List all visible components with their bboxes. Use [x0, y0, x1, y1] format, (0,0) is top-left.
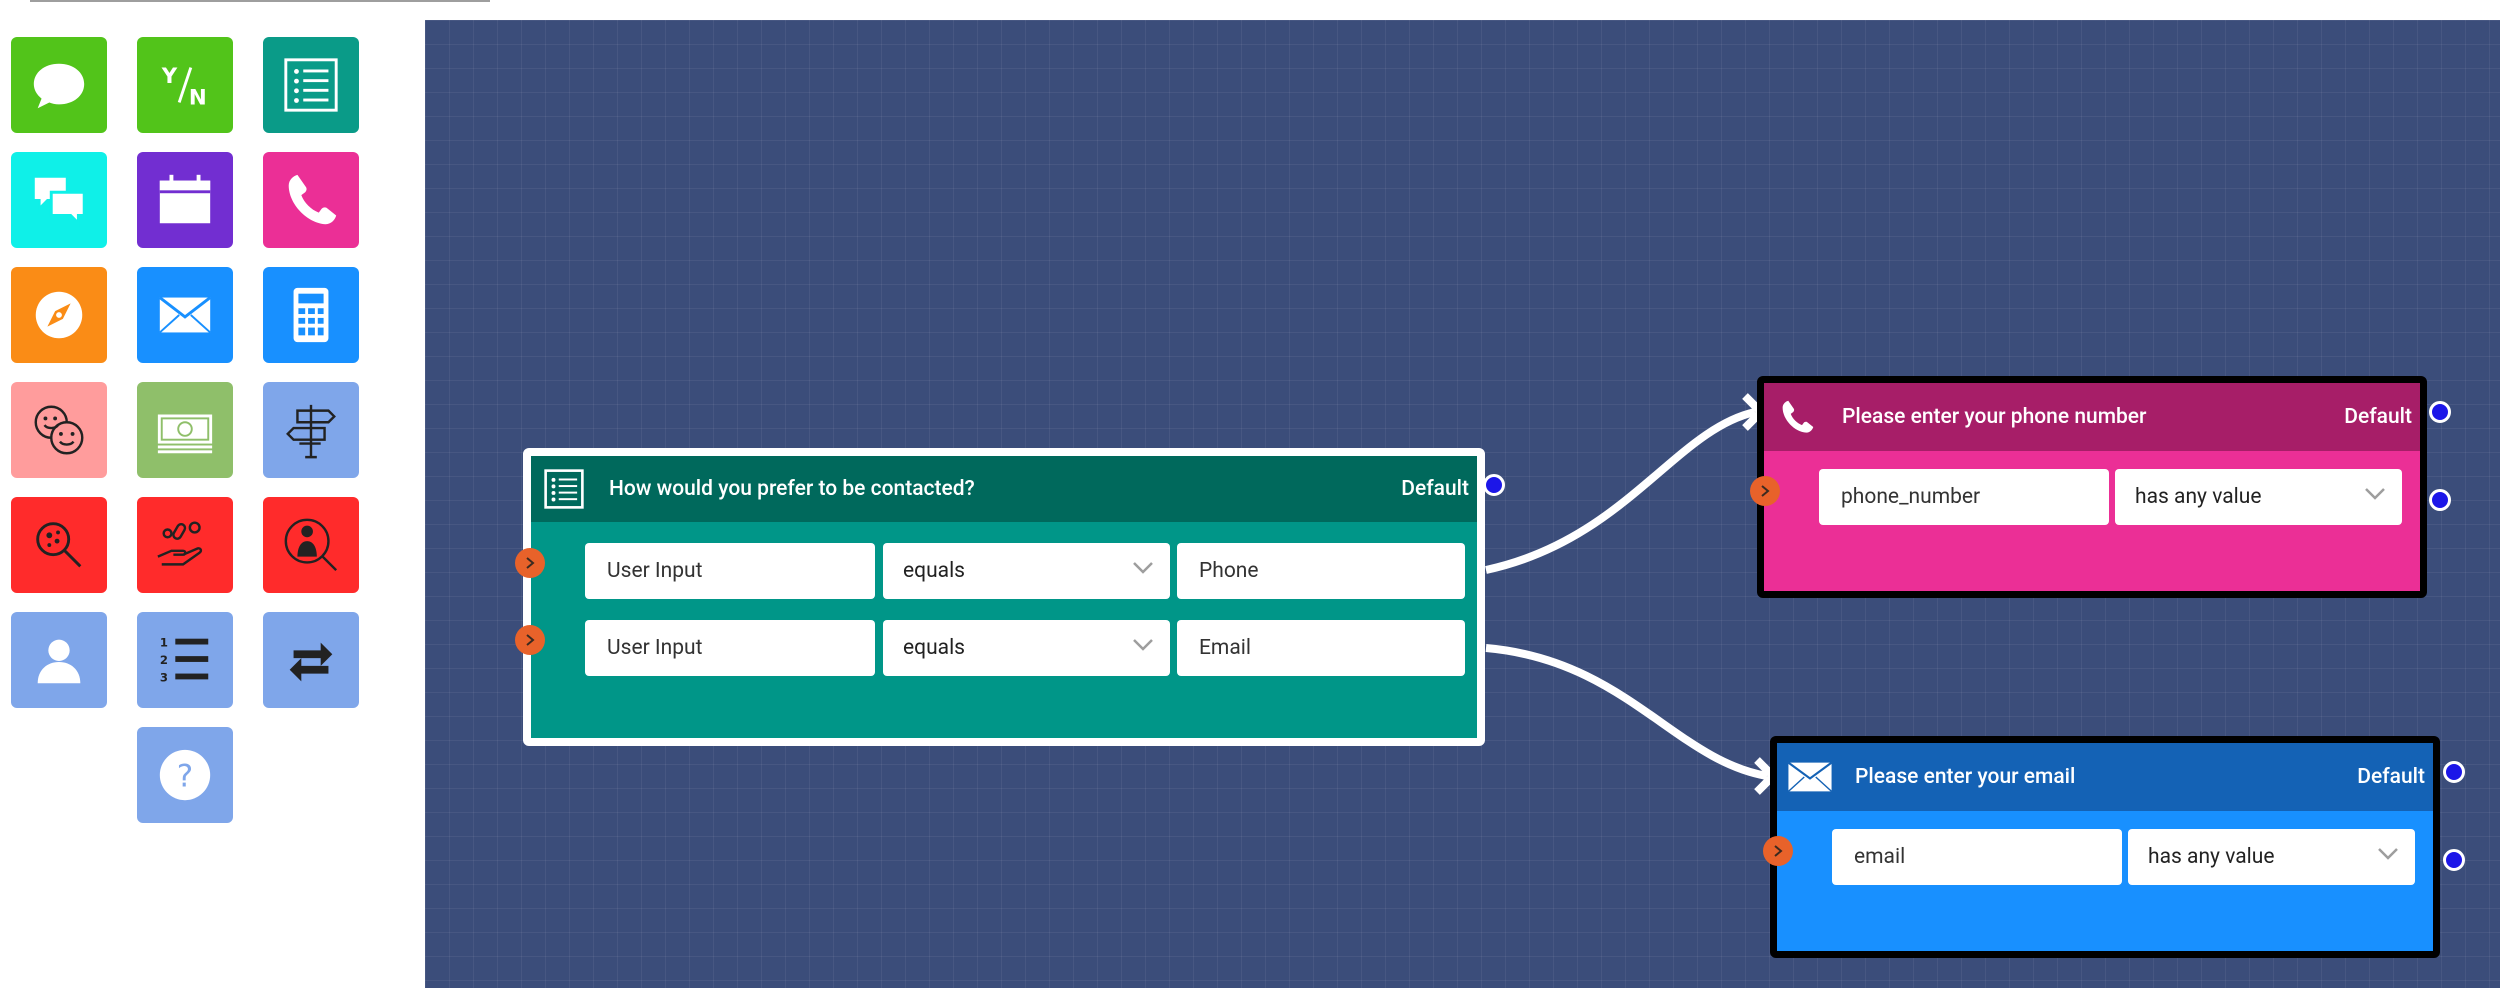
phone-icon	[288, 174, 337, 225]
node-header[interactable]: Please enter your email Default	[1777, 743, 2433, 811]
palette-tile-person-search[interactable]	[263, 497, 359, 593]
compass-icon	[35, 291, 83, 339]
flow-canvas[interactable]: How would you prefer to be contacted? De…	[425, 20, 2500, 988]
palette-tile-calculator[interactable]	[263, 267, 359, 363]
calculator-icon	[293, 287, 329, 343]
rule-1-value-field[interactable]: Phone	[1177, 543, 1465, 599]
palette-tile-pills[interactable]	[137, 497, 233, 593]
chevron-down-icon	[1133, 562, 1153, 574]
palette-tile-email[interactable]	[137, 267, 233, 363]
palette-tile-user[interactable]	[11, 612, 107, 708]
money-icon	[157, 414, 213, 454]
swap-icon	[289, 642, 333, 682]
person-search-icon	[284, 518, 338, 572]
user-icon	[37, 639, 81, 684]
rule-2-value-field[interactable]: Email	[1177, 620, 1465, 676]
rule-1-input-port[interactable]	[515, 548, 545, 578]
palette-tile-calendar[interactable]	[137, 152, 233, 248]
default-label: Default	[2344, 405, 2412, 429]
rule-1-variable-field[interactable]: User Input	[585, 543, 875, 599]
node-contact-preference[interactable]: How would you prefer to be contacted? De…	[523, 448, 1485, 746]
yes-no-icon: YN	[161, 64, 207, 110]
palette-tile-virus-search[interactable]	[11, 497, 107, 593]
svg-text:N: N	[189, 85, 207, 110]
list-icon	[284, 58, 338, 112]
palette-tile-help[interactable]: ?	[137, 727, 233, 823]
palette-tile-signpost[interactable]	[263, 382, 359, 478]
palette-tile-swap[interactable]	[263, 612, 359, 708]
node-title: How would you prefer to be contacted?	[609, 477, 975, 501]
operator-value: has any value	[2148, 845, 2275, 869]
node-title: Please enter your email	[1855, 765, 2076, 789]
palette-tile-chat[interactable]	[11, 37, 107, 133]
svg-text:?: ?	[177, 759, 193, 795]
node-header[interactable]: Please enter your phone number Default	[1764, 383, 2420, 451]
chevron-right-icon	[526, 557, 535, 569]
rule-1-operator-select[interactable]: equals	[883, 543, 1170, 599]
phone-variable-field[interactable]: phone_number	[1819, 469, 2109, 525]
svg-text:3: 3	[160, 670, 168, 684]
node-header[interactable]: How would you prefer to be contacted? De…	[531, 456, 1477, 522]
phone-default-output-port[interactable]	[2429, 401, 2451, 423]
palette-tile-rating[interactable]	[11, 382, 107, 478]
email-icon	[158, 296, 212, 334]
rule-2-operator-select[interactable]: equals	[883, 620, 1170, 676]
email-variable-field[interactable]: email	[1832, 829, 2122, 885]
phone-operator-select[interactable]: has any value	[2115, 469, 2402, 525]
operator-value: has any value	[2135, 485, 2262, 509]
connection-email	[1485, 644, 1768, 780]
palette-top-divider	[30, 0, 490, 2]
rule-2-variable-field[interactable]: User Input	[585, 620, 875, 676]
svg-text:2: 2	[160, 653, 168, 667]
connection-phone	[1485, 408, 1756, 574]
email-rule-input-port[interactable]	[1763, 836, 1793, 866]
phone-rule-output-port[interactable]	[2429, 489, 2451, 511]
email-operator-select[interactable]: has any value	[2128, 829, 2415, 885]
node-phone-input[interactable]: Please enter your phone number Default p…	[1757, 376, 2427, 598]
svg-text:1: 1	[160, 635, 168, 649]
palette-tile-phone[interactable]	[263, 152, 359, 248]
email-rule-output-port[interactable]	[2443, 849, 2465, 871]
default-label: Default	[1401, 477, 1469, 501]
chat-bubble-icon	[33, 63, 85, 109]
node-email-input[interactable]: Please enter your email Default email ha…	[1770, 736, 2440, 958]
palette-tile-list[interactable]	[263, 37, 359, 133]
list-icon	[544, 469, 584, 509]
virus-search-icon	[36, 522, 82, 568]
default-label: Default	[2357, 765, 2425, 789]
chevron-down-icon	[2365, 488, 2385, 500]
palette-tile-multi-chat[interactable]	[11, 152, 107, 248]
numbered-list-icon: 1 2 3	[160, 635, 209, 684]
email-icon	[1787, 761, 1833, 792]
operator-value: equals	[903, 636, 966, 660]
chevron-right-icon	[1774, 845, 1783, 857]
palette-tile-compass[interactable]	[11, 267, 107, 363]
phone-icon	[1782, 400, 1814, 433]
operator-value: equals	[903, 559, 966, 583]
rating-faces-icon	[34, 405, 84, 455]
palette-tile-numbered-list[interactable]: 1 2 3	[137, 612, 233, 708]
help-icon: ?	[159, 749, 211, 801]
chevron-right-icon	[526, 634, 535, 646]
multi-chat-icon	[32, 175, 86, 227]
contact-default-output-port[interactable]	[1483, 474, 1505, 496]
email-default-output-port[interactable]	[2443, 761, 2465, 783]
pills-hand-icon	[157, 521, 203, 566]
palette-tile-money[interactable]	[137, 382, 233, 478]
chevron-down-icon	[1133, 639, 1153, 651]
signpost-icon	[286, 404, 336, 459]
rule-2-input-port[interactable]	[515, 625, 545, 655]
chevron-down-icon	[2378, 848, 2398, 860]
svg-text:Y: Y	[161, 64, 178, 89]
chevron-right-icon	[1761, 485, 1770, 497]
calendar-icon	[159, 174, 211, 224]
phone-rule-input-port[interactable]	[1750, 476, 1780, 506]
node-title: Please enter your phone number	[1842, 405, 2147, 429]
